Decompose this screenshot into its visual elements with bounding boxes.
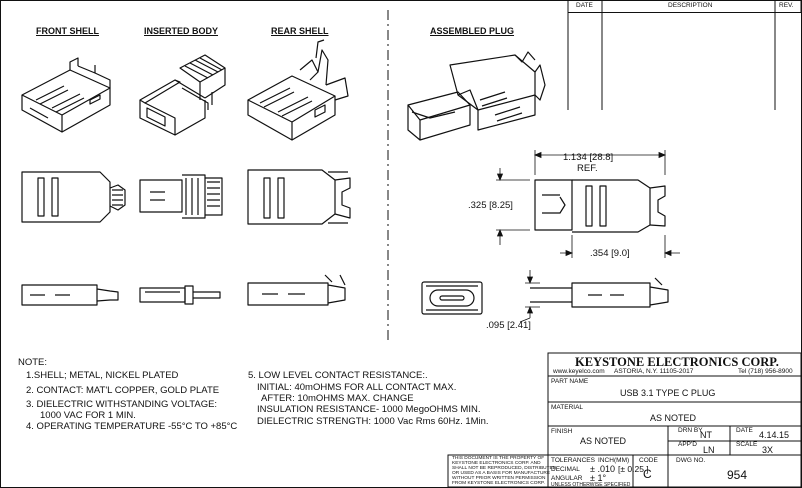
tolerances-label: TOLERANCES — [551, 457, 595, 464]
dim-height: .325 [8.25] — [468, 200, 513, 211]
plug-end-view — [421, 281, 483, 315]
angular-tolerance: ± 1° — [590, 473, 607, 483]
view-title-front-shell: FRONT SHELL — [36, 26, 99, 36]
company-web: www.keyelco.com — [553, 368, 605, 375]
date-label: DATE — [736, 427, 753, 434]
note-dielectric: DIELECTRIC STRENGTH: 1000 Vac Rms 60Hz. … — [257, 416, 489, 427]
rear-shell-iso-view — [247, 39, 349, 141]
appd-value: LN — [703, 445, 715, 455]
decimal-tolerance-mm: [± 0.25 ] — [618, 464, 649, 474]
assembled-plug-iso-view — [407, 51, 546, 141]
drn-by-label: DRN BY — [678, 427, 703, 434]
dim-rear-width: .354 [9.0] — [590, 248, 630, 259]
title-block — [447, 352, 802, 488]
proprietary-line-4: OR USED AS A BASIS FOR MANUFACTURE — [452, 471, 551, 476]
dim-thickness: .095 [2.41] — [486, 320, 531, 331]
revision-block — [567, 0, 802, 110]
code-value: C — [643, 467, 652, 481]
note-5-initial: INITIAL: 40mOHMS FOR ALL CONTACT MAX. — [257, 382, 457, 393]
note-3: 3. DIELECTRIC WITHSTANDING VOLTAGE: — [26, 399, 218, 410]
dim-length: 1.134 [28.8] — [563, 152, 614, 163]
assembled-plug-side-view — [530, 277, 669, 308]
dim-length-ref: REF. — [577, 163, 598, 174]
decimal-label: DECIMAL — [551, 466, 580, 473]
note-5: 5. LOW LEVEL CONTACT RESISTANCE:. — [248, 370, 428, 381]
angular-label: ANGULAR — [551, 475, 583, 482]
material-label: MATERIAL — [551, 404, 584, 411]
notes-title: NOTE: — [18, 357, 48, 368]
company-name: KEYSTONE ELECTRONICS CORP. — [575, 355, 779, 369]
assembled-plug-top-view — [534, 179, 666, 233]
scale-value: 3X — [762, 445, 774, 455]
note-2: 2. CONTACT: MAT'L COPPER, GOLD PLATE — [26, 385, 220, 396]
company-address: ASTORIA, N.Y. 11105-2017 — [614, 368, 694, 375]
finish-label: FINISH — [551, 428, 573, 435]
note-5-after: AFTER: 10mOHMS MAX. CHANGE — [261, 393, 414, 404]
note-3-cont: 1000 VAC FOR 1 MIN. — [40, 410, 136, 421]
note-1: 1.SHELL; METAL, NICKEL PLATED — [26, 370, 179, 381]
inserted-body-side-view — [139, 285, 221, 305]
code-label: CODE — [639, 457, 658, 464]
dimension-lines — [496, 150, 680, 323]
rev-header-date: DATE — [576, 2, 593, 9]
scale-label: SCALE — [736, 441, 758, 448]
part-name-value: USB 3.1 TYPE C PLUG — [620, 388, 716, 398]
front-shell-side-view — [21, 284, 119, 306]
proprietary-line-1: THIS DOCUMENT IS THE PROPERTY OF — [452, 456, 545, 461]
dwg-no-label: DWG NO. — [676, 457, 706, 464]
rear-shell-side-view — [247, 274, 346, 306]
inserted-body-top-view — [139, 174, 223, 219]
mm-label: (MM) — [614, 457, 630, 464]
finish-value: AS NOTED — [580, 436, 627, 446]
view-title-rear-shell: REAR SHELL — [271, 26, 329, 36]
inserted-body-iso-view — [139, 54, 226, 136]
front-shell-top-view — [21, 171, 126, 223]
dwg-no-value: 954 — [727, 468, 748, 482]
view-title-assembled-plug: ASSEMBLED PLUG — [430, 26, 515, 36]
appd-label: APP'D — [678, 441, 697, 448]
part-name-label: PART NAME — [551, 378, 589, 385]
view-title-inserted-body: INSERTED BODY — [144, 26, 219, 36]
proprietary-line-5: WITHOUT PRIOR WRITTEN PERMISSION — [452, 476, 546, 481]
note-4: 4. OPERATING TEMPERATURE -55°C TO +85°C — [26, 421, 238, 432]
date-value: 4.14.15 — [759, 430, 790, 440]
proprietary-line-6: FROM KEYSTONE ELECTRONICS CORP. — [452, 481, 545, 486]
proprietary-line-3: SHALL NOT BE REPRODUCED, DISTRIBUTED — [452, 466, 557, 471]
inch-label: INCH — [598, 457, 614, 464]
rev-header-rev: REV. — [779, 2, 794, 9]
drn-by-value: NT — [700, 430, 712, 440]
decimal-tolerance: ± .010 — [590, 464, 615, 474]
company-tel: Tel (718) 956-8900 — [738, 368, 793, 375]
rev-header-description: DESCRIPTION — [668, 2, 713, 9]
note-insulation: INSULATION RESISTANCE- 1000 MegoOHMS MIN… — [257, 404, 481, 415]
unless-note: UNLESS OTHERWISE SPECIFIED — [551, 482, 631, 488]
proprietary-line-2: KEYSTONE ELECTRONICS CORP. AND — [452, 461, 541, 466]
rear-shell-top-view — [247, 169, 351, 225]
material-value: AS NOTED — [650, 413, 697, 423]
front-shell-iso-view — [21, 57, 111, 133]
